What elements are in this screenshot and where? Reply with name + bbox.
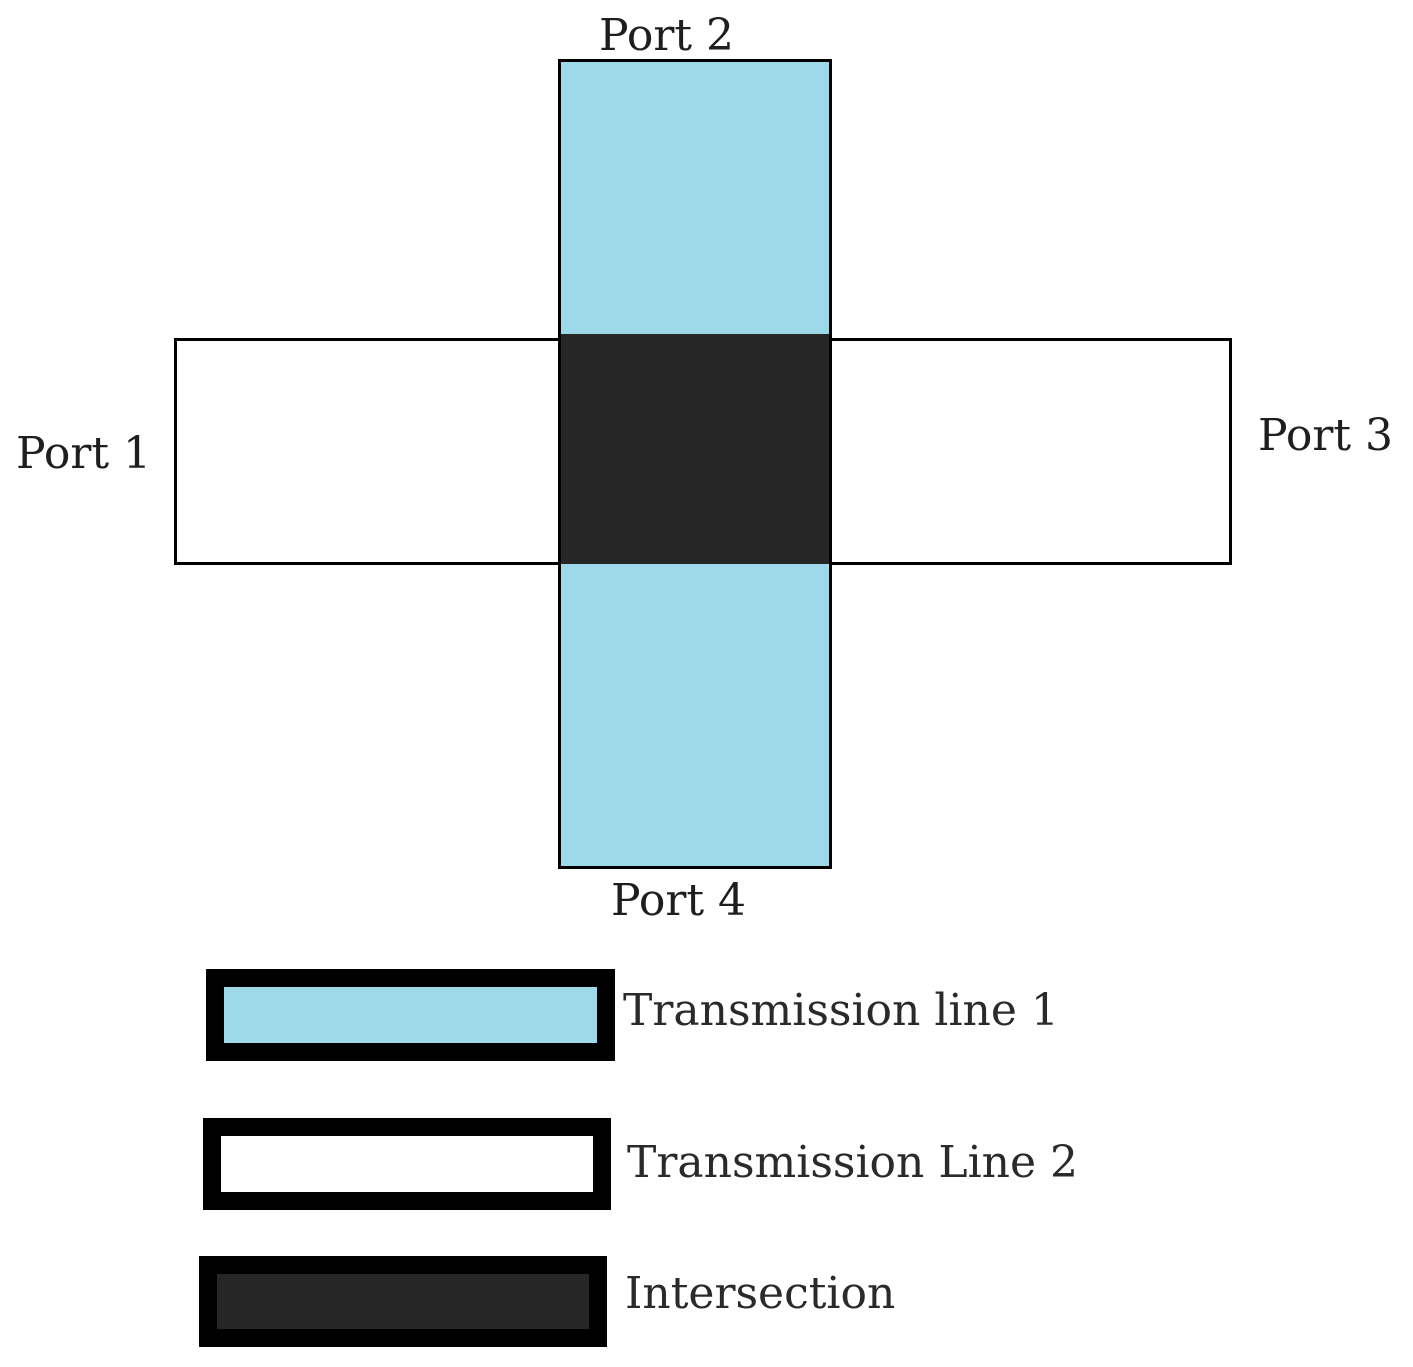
legend-swatch-transmission-line-1 [206, 969, 615, 1061]
legend-label: Transmission Line 2 [627, 1137, 1079, 1188]
legend-label: Transmission line 1 [623, 985, 1059, 1036]
legend-swatch-intersection [199, 1256, 607, 1347]
port-3-label: Port 3 [1258, 410, 1394, 461]
port-1-label: Port 1 [16, 428, 152, 479]
legend-swatch-transmission-line-2 [203, 1118, 611, 1210]
port-4-label: Port 4 [611, 875, 747, 926]
legend-label: Intersection [625, 1268, 896, 1319]
intersection-region [561, 334, 829, 564]
port-2-label: Port 2 [599, 10, 735, 61]
